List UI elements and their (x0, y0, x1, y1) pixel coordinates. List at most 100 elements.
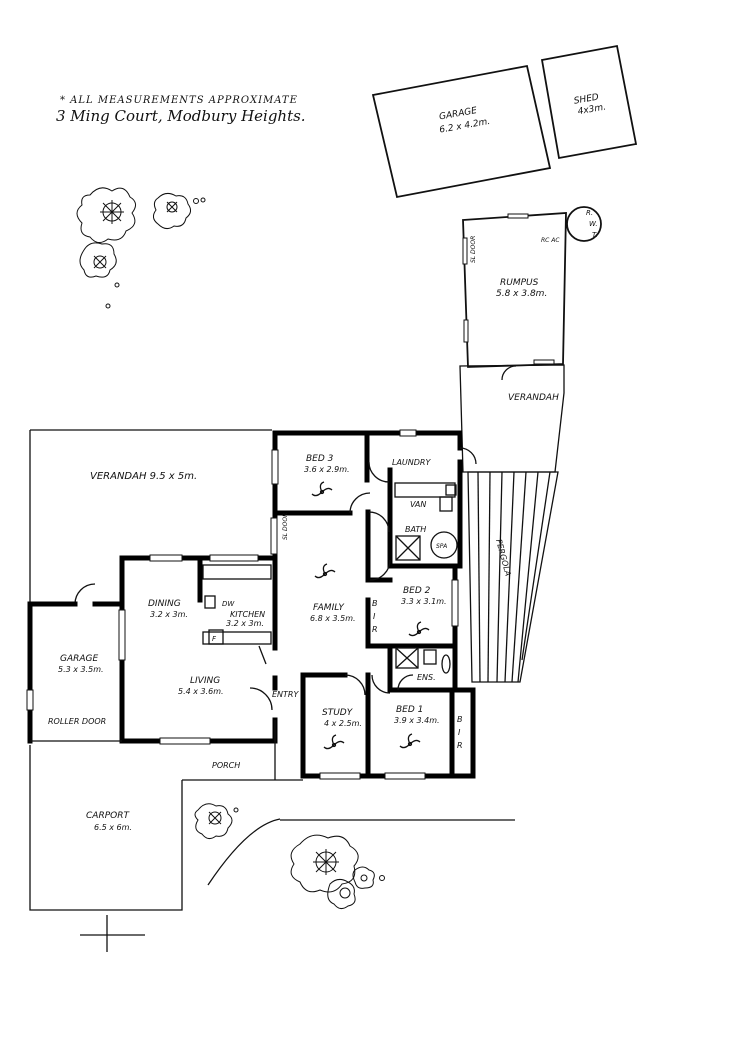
carport-dims: 6.5 x 6m. (94, 823, 132, 832)
shower-recess (395, 535, 421, 561)
bed2-dims: 3.3 x 3.1m. (401, 597, 447, 606)
bir2-label-i: I (458, 728, 461, 737)
front-garage-label: GARAGE (60, 654, 99, 664)
carport-label: CARPORT (86, 811, 130, 821)
kitchen-dims: 3.2 x 3m. (226, 619, 264, 628)
spa-bath (430, 531, 458, 559)
bed1-window (384, 772, 426, 780)
ens-shower (395, 647, 419, 669)
kitchen-bench-top (202, 564, 272, 580)
rumpus-outline (462, 212, 567, 368)
rwt-label-w: W. (589, 220, 598, 228)
rear-garage-outline (371, 64, 552, 199)
tree-cluster-front (194, 803, 385, 910)
entry-door-swing (249, 687, 273, 711)
rwt-label-r: R. (586, 209, 593, 217)
porch-label: PORCH (212, 761, 240, 770)
ceiling-fan-icon (399, 733, 421, 749)
living-label: LIVING (190, 676, 220, 686)
ceiling-fan-icon (314, 563, 336, 579)
garage-side-window (26, 689, 34, 711)
study-door-swing (344, 674, 366, 696)
entry-label: ENTRY (272, 690, 299, 699)
roller-door-label: ROLLER DOOR (48, 717, 106, 726)
front-garage-dims: 5.3 x 3.5m. (58, 665, 104, 674)
rear-verandah-label: VERANDAH (508, 393, 559, 403)
kitchen-sink (204, 595, 216, 609)
laundry-door-swing (368, 461, 390, 483)
kitchen-window (209, 554, 259, 562)
rumpus-window-top (507, 213, 529, 219)
ceiling-fan-icon (311, 481, 333, 497)
bed3-dims: 3.6 x 2.9m. (304, 465, 350, 474)
family-label: FAMILY (313, 603, 345, 613)
ens-label: ENS. (417, 673, 436, 682)
wc (439, 496, 453, 512)
bed3-label: BED 3 (306, 454, 334, 464)
dining-label: DINING (148, 599, 181, 609)
van-label: VAN (410, 500, 426, 509)
dining-window (149, 554, 183, 562)
vanity-unit (394, 482, 456, 498)
study-dims: 4 x 2.5m. (324, 719, 362, 728)
ceiling-fan-icon (408, 621, 430, 637)
kitchen-label: KITCHEN (230, 610, 265, 619)
ens-door-swing (397, 674, 414, 691)
rumpus-door-swing (501, 365, 517, 381)
laundry-window (399, 429, 417, 437)
rumpus-rc-label: RC AC (541, 237, 560, 244)
spa-label: SPA (436, 543, 447, 550)
bed2-window (451, 579, 459, 627)
rumpus-label: RUMPUS (500, 278, 539, 288)
family-slider-door-label: SL DOOR (282, 513, 289, 540)
bir2-label-r: R (457, 741, 463, 750)
rumpus-window-left-lower (463, 319, 469, 343)
living-window-front (159, 737, 211, 745)
dining-dims: 3.2 x 3m. (150, 610, 188, 619)
laundry-external-door-swing (459, 447, 477, 465)
family-dims: 6.8 x 3.5m. (310, 614, 356, 623)
kitchen-counter-edge (258, 645, 267, 665)
shed-outline (540, 44, 638, 160)
garden-bed-edge (207, 818, 515, 886)
bir1-label-r: R (372, 625, 378, 634)
bed1-door-swing (371, 674, 391, 694)
ens-shower-cross (395, 647, 419, 669)
rwt-label-t: T. (592, 231, 598, 239)
tree-cluster-top-left (76, 187, 206, 309)
rumpus-window-bottom (533, 359, 555, 365)
bir1-label-i: I (373, 612, 376, 621)
dishwasher-label: DW (222, 600, 235, 608)
study-label: STUDY (322, 708, 354, 718)
bed1-label: BED 1 (396, 705, 423, 715)
shower-cross (395, 535, 421, 561)
fridge-label: F (212, 635, 217, 643)
carport-outline (29, 745, 183, 911)
rainwater-tank (566, 206, 602, 242)
family-slider-window (270, 517, 278, 555)
bir2-label-b: B (457, 715, 463, 724)
shed-label: SHED (573, 92, 600, 106)
rumpus-dims: 5.8 x 3.8m. (496, 289, 547, 299)
kitchen-bench-bottom (202, 631, 272, 645)
property-address: 3 Ming Court, Modbury Heights. (56, 107, 306, 125)
ceiling-fan-icon (323, 734, 345, 750)
garage-door-swing (74, 583, 96, 605)
study-window (319, 772, 361, 780)
main-verandah-label: VERANDAH 9.5 x 5m. (90, 471, 197, 482)
fridge-space (208, 629, 224, 645)
shed-dims: 4x3m. (577, 102, 607, 117)
bed2-door-swing (369, 559, 391, 581)
bed3-door-swing (349, 492, 371, 514)
laundry-trough (445, 484, 457, 496)
pergola (467, 471, 559, 683)
ens-basin (441, 654, 451, 674)
bed2-label: BED 2 (403, 586, 431, 596)
bath-door-swing (368, 511, 390, 533)
rear-verandah-outline (459, 364, 565, 473)
bed1-dims: 3.9 x 3.4m. (394, 716, 440, 725)
rumpus-window-left (462, 237, 468, 265)
bath-label: BATH (405, 525, 426, 534)
